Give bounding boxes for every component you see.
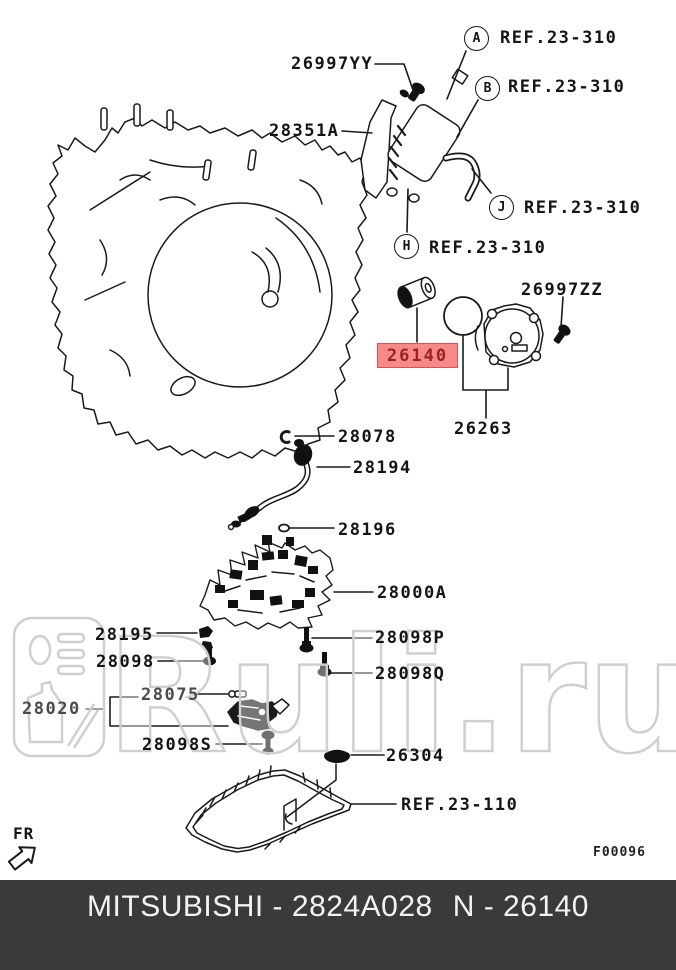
part-label-28075: 28075: [141, 685, 200, 705]
watermark-logo-box: [12, 616, 106, 758]
valve-body-drawing: [199, 535, 334, 630]
fr-arrow-icon: [7, 846, 36, 871]
pump-cover-drawing: [474, 303, 544, 368]
part-label-28098s: 28098S: [142, 735, 213, 755]
solenoid-drawing: [227, 698, 290, 731]
part-label-28078: 28078: [338, 427, 397, 447]
part-label-28351a: 28351A: [269, 121, 340, 141]
part-label-28098p: 28098P: [375, 628, 446, 648]
fr-direction-label: FR: [13, 824, 35, 843]
watermark-text: Ruli.ru: [106, 605, 676, 778]
part-label-28195: 28195: [95, 625, 154, 645]
part-label-28194: 28194: [353, 458, 412, 478]
leader-lines: [85, 50, 564, 805]
part-label-28196: 28196: [338, 520, 397, 540]
part-label-26304: 26304: [386, 746, 445, 766]
part-label-28098: 28098: [96, 652, 155, 672]
part-label-26263: 26263: [454, 419, 513, 439]
clip-28078-drawing: [279, 430, 291, 444]
ref-marker-j: J: [489, 195, 514, 220]
part-label-26997yy: 26997YY: [291, 54, 374, 74]
figure-code: F00096: [593, 845, 646, 860]
ring-28196-drawing: [278, 523, 290, 533]
dipstick-tube-drawing: [227, 439, 313, 531]
part-label-26997zz: 26997ZZ: [521, 280, 604, 300]
part-label-28000a: 28000A: [377, 583, 448, 603]
footer-brand-and-number: MITSUBISHI - 2824A028: [87, 890, 433, 923]
part-label-28020: 28020: [22, 699, 81, 719]
oil-cooler-drawing: [360, 68, 481, 203]
footer-bar: MITSUBISHI - 2824A028 N - 26140: [0, 880, 676, 970]
ref-label-b: REF.23-310: [508, 77, 626, 97]
filter-drawing: [397, 276, 436, 309]
ref-marker-a: A: [464, 26, 489, 51]
ref-marker-b: B: [475, 76, 500, 101]
ref-label-h: REF.23-310: [429, 238, 547, 258]
ref-marker-h: H: [394, 234, 419, 259]
ref-label-oil-pan: REF.23-110: [401, 795, 519, 815]
hardware-drawings: [199, 626, 350, 763]
footer-group-code: N - 26140: [452, 890, 589, 923]
part-label-28098q: 28098Q: [375, 664, 446, 684]
oil-pan-drawing: [185, 763, 352, 853]
watermark: Ruli.ru: [12, 604, 676, 778]
transmission-drawing: [47, 103, 368, 459]
o-ring-drawing: [443, 296, 483, 336]
pin-28075-drawing: [228, 690, 247, 698]
ref-label-a: REF.23-310: [500, 28, 618, 48]
ref-label-j: REF.23-310: [524, 198, 642, 218]
highlighted-part-label-26140: 26140: [377, 343, 458, 368]
